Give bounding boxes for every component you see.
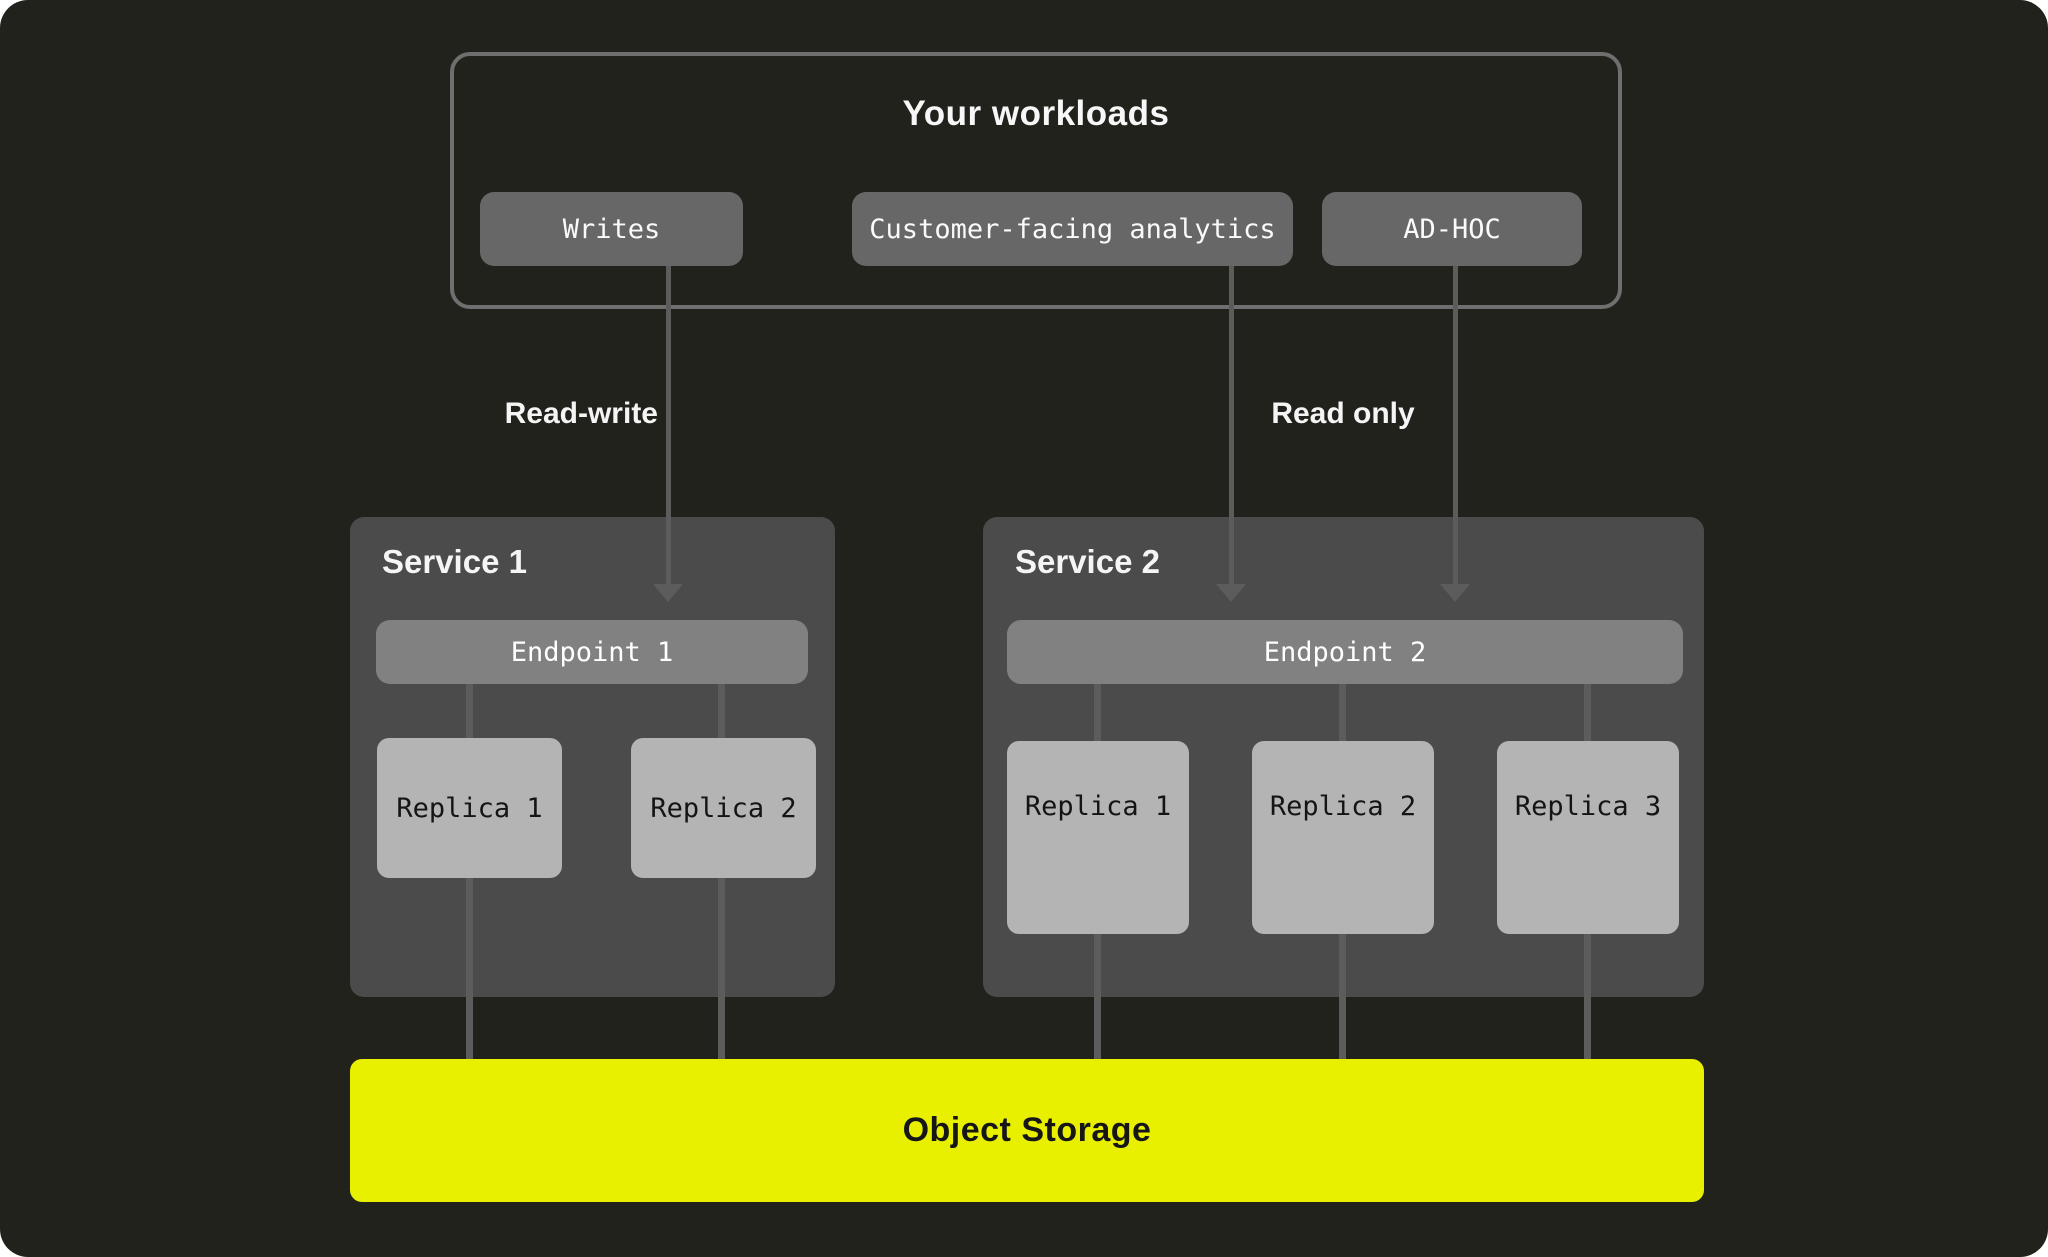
read-write-label: Read-write <box>504 397 658 430</box>
workload-cfa-label: Customer-facing analytics <box>869 213 1276 245</box>
service-2-replica-3: Replica 3 <box>1497 741 1679 934</box>
edge-adhoc-to-endpoint2 <box>1453 266 1458 588</box>
workload-customer-facing-analytics: Customer-facing analytics <box>852 192 1293 266</box>
service-1-replica-2: Replica 2 <box>631 738 816 878</box>
arrow-down-icon <box>1216 584 1246 602</box>
service-1-replica-1: Replica 1 <box>377 738 562 878</box>
replica-label: Replica 2 <box>1269 791 1417 822</box>
replica-label: Replica 2 <box>650 792 797 824</box>
service-2-title: Service 2 <box>1015 543 1160 580</box>
workload-adhoc: AD-HOC <box>1322 192 1582 266</box>
endpoint-1: Endpoint 1 <box>376 620 808 684</box>
arrow-down-icon <box>1440 584 1470 602</box>
service-2-replica-2: Replica 2 <box>1252 741 1434 934</box>
endpoint-1-label: Endpoint 1 <box>510 636 674 668</box>
object-storage-bar: Object Storage <box>350 1059 1704 1202</box>
workloads-container <box>450 52 1622 309</box>
edge-analytics-to-endpoint2 <box>1229 266 1234 588</box>
endpoint-2-label: Endpoint 2 <box>1263 636 1427 668</box>
object-storage-label: Object Storage <box>902 1111 1152 1149</box>
workloads-title: Your workloads <box>902 94 1170 133</box>
workload-writes-label: Writes <box>562 213 661 245</box>
edge-writes-to-endpoint1 <box>666 266 671 588</box>
service-2-replica-1: Replica 1 <box>1007 741 1189 934</box>
service-1-title: Service 1 <box>382 543 527 580</box>
endpoint-2: Endpoint 2 <box>1007 620 1683 684</box>
arrow-down-icon <box>653 584 683 602</box>
workload-writes: Writes <box>480 192 743 266</box>
replica-label: Replica 1 <box>1024 791 1172 822</box>
workload-adhoc-label: AD-HOC <box>1403 213 1501 245</box>
replica-label: Replica 3 <box>1514 791 1662 822</box>
read-only-label: Read only <box>1271 397 1415 430</box>
replica-label: Replica 1 <box>396 792 543 824</box>
